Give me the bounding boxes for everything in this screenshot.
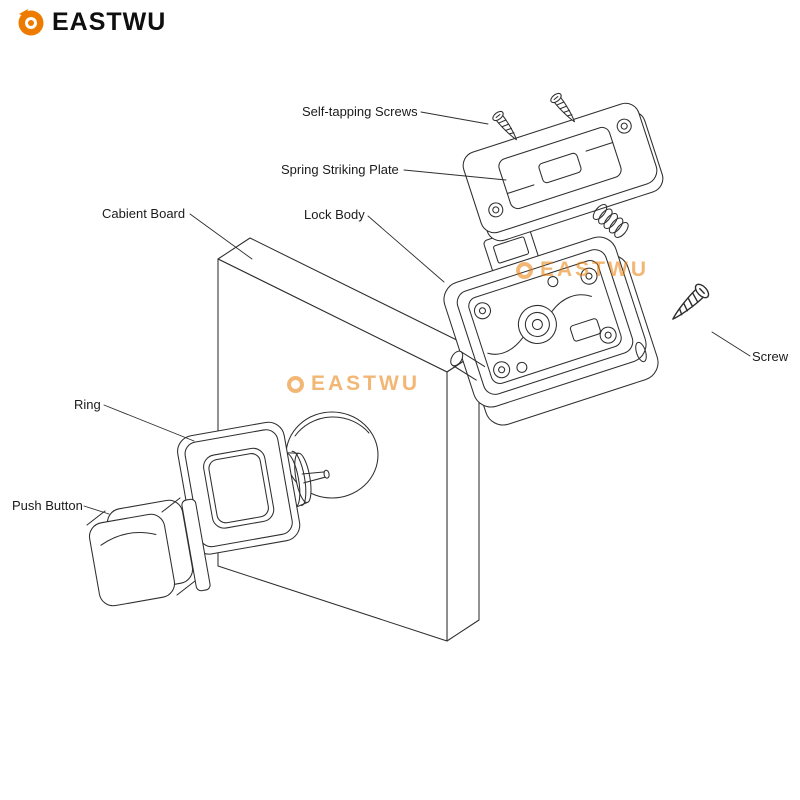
coil-spring-art — [592, 203, 629, 238]
brand-logo-icon — [18, 9, 44, 36]
label-spring-striking-plate: Spring Striking Plate — [281, 162, 399, 177]
ring-art — [177, 421, 330, 555]
label-self-tapping-screws: Self-tapping Screws — [302, 104, 418, 119]
push-button-art — [86, 497, 211, 607]
cabinet-board-art — [217, 237, 480, 642]
brand-name: EASTWU — [52, 7, 167, 36]
brand-logo: EASTWU — [16, 7, 166, 37]
leader-lines — [83, 111, 751, 515]
lock-body-art — [443, 226, 659, 426]
screw-art — [666, 281, 712, 326]
label-screw: Screw — [752, 349, 789, 364]
label-ring: Ring — [74, 397, 101, 412]
spring-striking-plate-art — [462, 102, 664, 242]
label-push-button: Push Button — [12, 498, 83, 513]
label-cabient-board: Cabient Board — [102, 206, 186, 221]
label-lock-body: Lock Body — [304, 207, 365, 222]
